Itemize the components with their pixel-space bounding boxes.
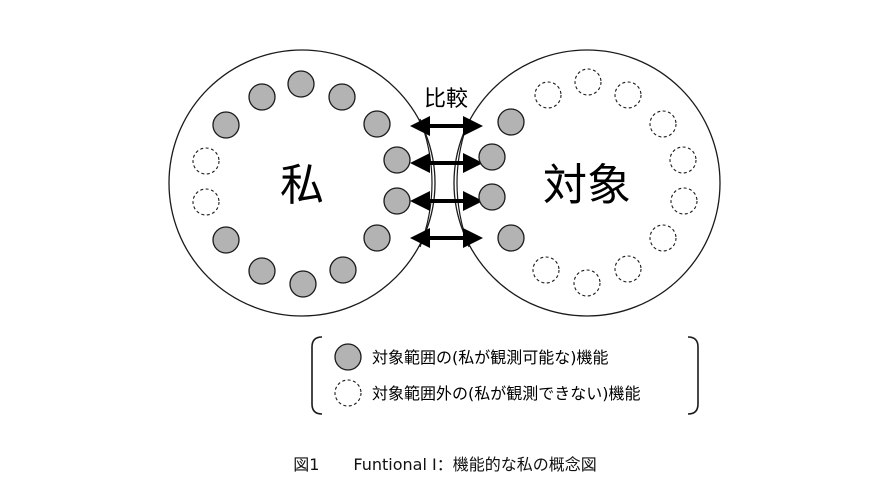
legend-dashed-marker [334,379,362,407]
target-domain: 対象 [453,49,721,317]
figure-number: 図1 [293,455,320,474]
target-function-node [573,269,601,297]
self-boundary-circle [168,49,436,317]
compare-label: 比較 [424,87,468,112]
comparison-arrows [410,116,483,248]
target-function-node [574,68,602,96]
target-function-node [497,224,525,252]
figure-title: Funtional I：機能的な私の概念図 [353,455,597,474]
self-function-node [192,147,220,175]
target-function-node [649,224,677,252]
legend-right-bracket [687,336,699,415]
target-function-node [614,81,642,109]
legend: 対象範囲の(私が観測可能な)機能 対象範囲外の(私が観測できない)機能 [311,336,699,415]
legend-left-bracket [311,336,323,415]
self-function-node [363,224,391,252]
self-function-node [248,257,276,285]
target-function-nodes [478,68,698,297]
self-function-node [212,111,240,139]
self-function-node [212,226,240,254]
legend-item-unobservable: 対象範囲外の(私が観測できない)機能 [372,384,641,403]
self-function-node [383,146,411,174]
figure-caption: 図1 Funtional I：機能的な私の概念図 [0,451,890,475]
self-function-node [289,270,317,298]
target-function-node [532,256,560,284]
target-function-node [670,187,698,215]
legend-filled-marker [334,343,362,371]
self-function-node [383,187,411,215]
overlap-right-curve [456,118,470,248]
target-label: 対象 [543,160,631,211]
functional-self-diagram: 私 対象 比較 [168,49,721,415]
target-function-node [497,108,525,136]
target-function-node [478,143,506,171]
target-boundary-circle [453,49,721,317]
self-function-node [287,70,315,98]
self-function-node [328,83,356,111]
self-function-node [329,256,357,284]
self-label: 私 [280,160,324,211]
self-function-node [363,110,391,138]
target-function-node [614,255,642,283]
self-function-node [192,188,220,216]
target-function-node [669,146,697,174]
self-function-node [248,83,276,111]
legend-item-observable: 対象範囲の(私が観測可能な)機能 [372,348,609,367]
self-function-nodes [192,70,411,298]
overlap-left-curve [419,118,433,248]
target-function-node [649,110,677,138]
self-domain: 私 [168,49,436,317]
target-function-node [478,183,506,211]
target-function-node [534,81,562,109]
